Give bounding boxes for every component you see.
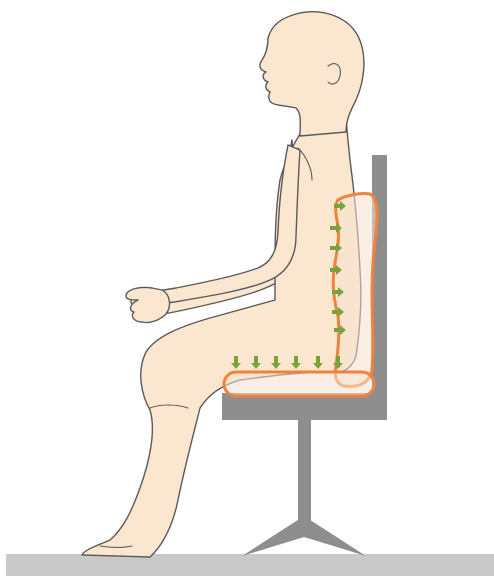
seated-person <box>82 12 364 557</box>
body <box>82 112 361 557</box>
seat-cushion <box>224 372 374 396</box>
chair-base <box>242 516 366 556</box>
floor <box>6 554 494 576</box>
head <box>260 12 364 136</box>
chair-backrest <box>372 155 387 395</box>
hand <box>126 287 169 322</box>
chair-column <box>298 420 311 525</box>
